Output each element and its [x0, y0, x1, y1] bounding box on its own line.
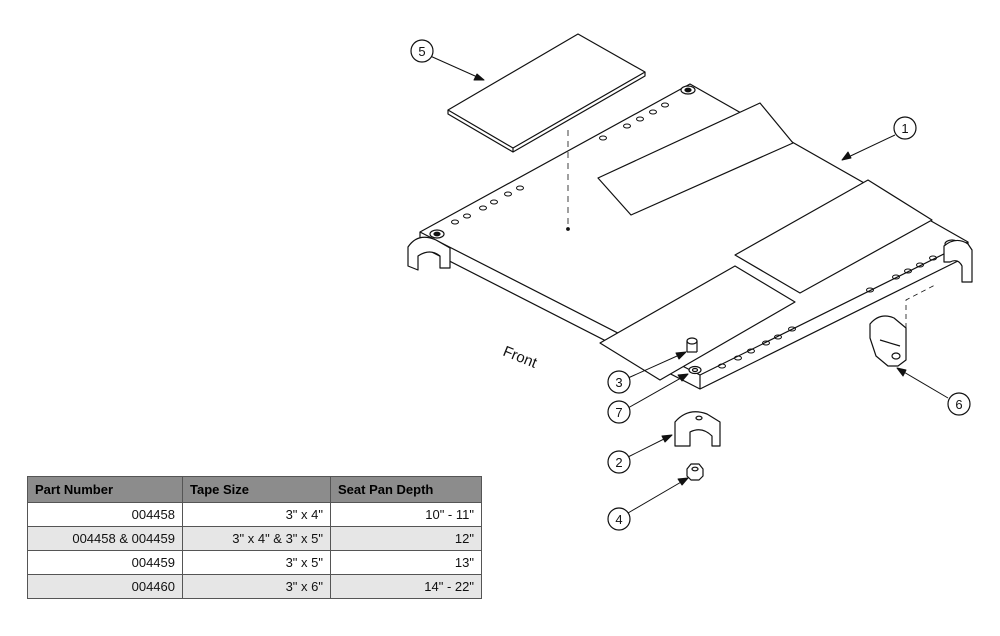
- hinge-clamp-part: [869, 284, 936, 367]
- cell-tape-size: 3" x 6": [182, 574, 331, 599]
- header-part-number: Part Number: [27, 476, 183, 503]
- callout-label-5: 5: [418, 44, 425, 59]
- cell-seat-pan-depth: 13": [330, 550, 482, 575]
- header-seat-pan-depth: Seat Pan Depth: [330, 476, 482, 503]
- cell-tape-size: 3" x 5": [182, 550, 331, 575]
- leader-arrows: [427, 54, 949, 514]
- callout-circle-7: [607, 400, 631, 424]
- table-row: 004460 3" x 6" 14" - 22": [27, 574, 482, 599]
- mounting-holes: [451, 102, 937, 369]
- cell-part-number: 004460: [27, 574, 183, 599]
- callout-label-1: 1: [901, 121, 908, 136]
- cell-part-number: 004458 & 004459: [27, 526, 183, 551]
- callout-label-7: 7: [615, 405, 622, 420]
- table-header-row: Part Number Tape Size Seat Pan Depth: [27, 476, 482, 503]
- mounted-clamp-left: [407, 236, 451, 271]
- callout-circle-3: [607, 370, 631, 394]
- parts-table: Part Number Tape Size Seat Pan Depth 004…: [27, 476, 482, 599]
- cell-seat-pan-depth: 10" - 11": [330, 502, 482, 527]
- cell-part-number: 004459: [27, 550, 183, 575]
- table-row: 004458 3" x 4" 10" - 11": [27, 502, 482, 527]
- callout-circle-5: [410, 39, 434, 63]
- front-label: Front: [501, 343, 541, 372]
- clamp-part: [674, 411, 721, 447]
- callout-circle-1: [893, 116, 917, 140]
- callout-label-3: 3: [615, 375, 622, 390]
- table-row: 004459 3" x 5" 13": [27, 550, 482, 575]
- table-row: 004458 & 004459 3" x 4" & 3" x 5" 12": [27, 526, 482, 551]
- mounted-clamp-right: [943, 239, 973, 283]
- cell-seat-pan-depth: 12": [330, 526, 482, 551]
- washer-part: [688, 365, 702, 375]
- loose-tape-strip: [447, 33, 646, 153]
- cell-tape-size: 3" x 4": [182, 502, 331, 527]
- callout-circle-6: [947, 392, 971, 416]
- cell-seat-pan-depth: 14" - 22": [330, 574, 482, 599]
- nut-part: [686, 463, 704, 481]
- callout-label-4: 4: [615, 512, 622, 527]
- callout-circle-2: [607, 450, 631, 474]
- cell-part-number: 004458: [27, 502, 183, 527]
- tape-strip: [597, 102, 794, 216]
- tape-strip: [734, 179, 933, 294]
- screw-part: [686, 337, 698, 353]
- header-tape-size: Tape Size: [182, 476, 331, 503]
- callout-label-6: 6: [955, 397, 962, 412]
- cell-tape-size: 3" x 4" & 3" x 5": [182, 526, 331, 551]
- callout-circle-4: [607, 507, 631, 531]
- callout-label-2: 2: [615, 455, 622, 470]
- tape-strip: [599, 265, 796, 381]
